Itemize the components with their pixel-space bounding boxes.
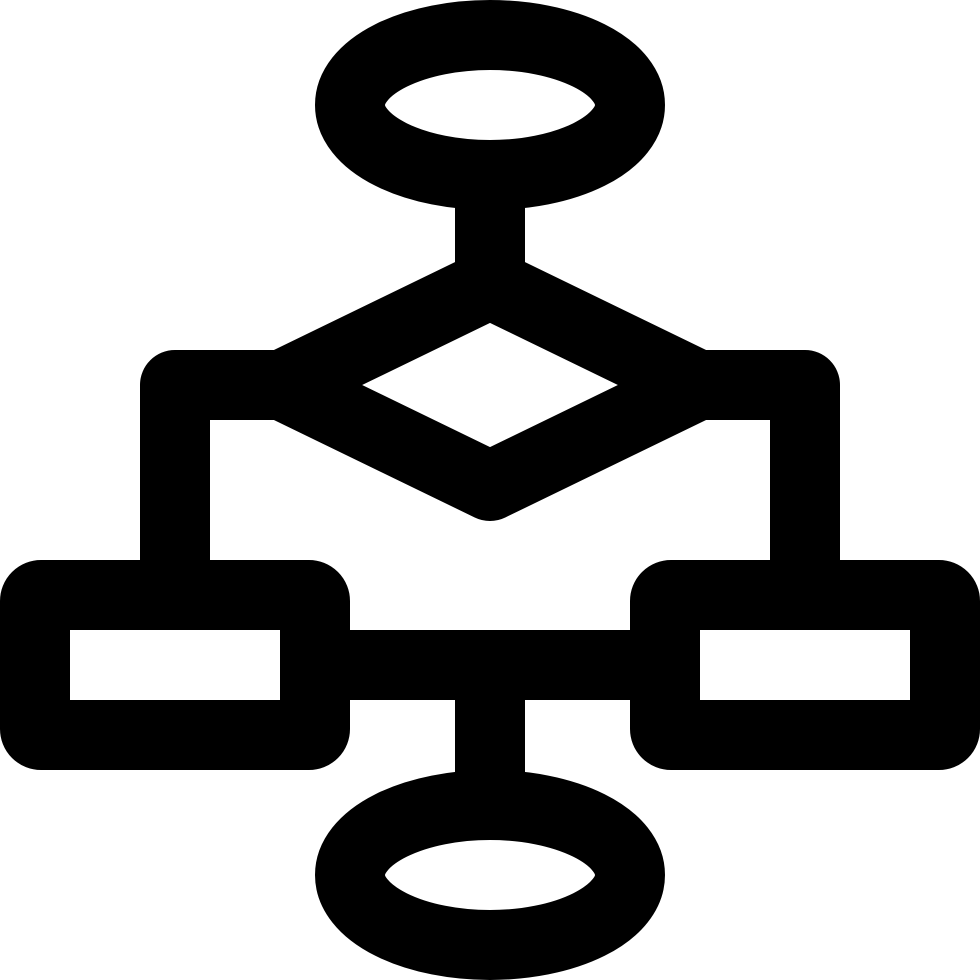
connector-left-branch xyxy=(140,350,317,630)
process-box-left xyxy=(0,560,350,770)
connector-right-branch xyxy=(663,350,840,630)
decision-diamond xyxy=(247,249,733,521)
process-box-right xyxy=(630,560,980,770)
end-ellipse xyxy=(315,770,665,980)
